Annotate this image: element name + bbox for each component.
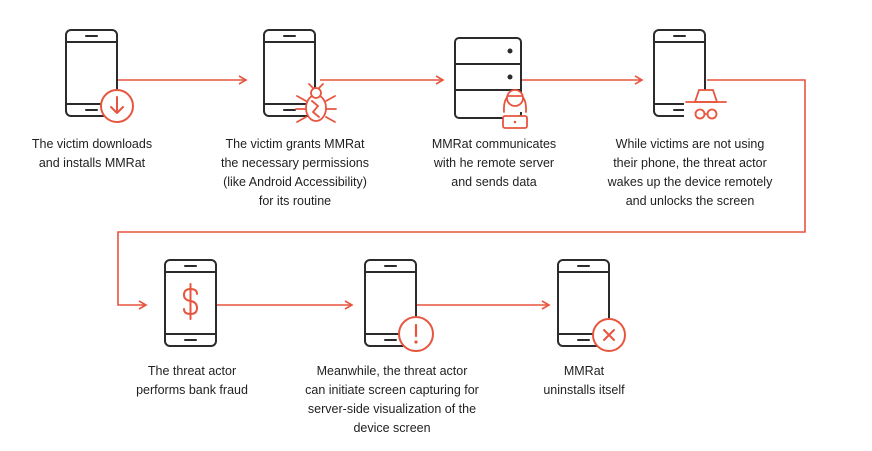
caption-line: can initiate screen capturing for [305, 383, 479, 397]
step-permissions [263, 29, 337, 123]
caption-line: and sends data [451, 175, 537, 189]
caption-line: the necessary permissions [221, 156, 369, 170]
caption-line: The threat actor [147, 364, 237, 378]
arrow-unlock-to-fraud [117, 79, 806, 310]
caption-line: performs bank fraud [136, 383, 248, 397]
caption-line: Meanwhile, the threat actor [316, 364, 468, 378]
step-unlock [653, 29, 728, 126]
phone-icon [557, 259, 610, 347]
caption-line: (like Android Accessibility) [223, 175, 367, 189]
caption-line: The victim grants MMRat [225, 137, 365, 151]
caption-line: While victims are not using [615, 137, 765, 151]
spy-icon [684, 89, 728, 126]
caption-line: The victim downloads [31, 137, 153, 151]
caption-line: and unlocks the screen [625, 194, 755, 208]
exclamation-icon [398, 316, 434, 352]
caption-uninstall: MMRat uninstalls itself [484, 362, 684, 400]
caption-line: uninstalls itself [543, 383, 625, 397]
caption-line: wakes up the device remotely [607, 175, 773, 189]
phone-icon [164, 259, 217, 347]
connectors [117, 75, 806, 310]
step-fraud [164, 259, 217, 347]
caption-unlock: While victims are not using their phone,… [590, 135, 790, 211]
hacker-icon [502, 89, 528, 129]
caption-line: with he remote server [433, 156, 555, 170]
server-icon [454, 37, 522, 119]
dollar-icon [182, 283, 199, 320]
caption-server: MMRat communicates with he remote server… [394, 135, 594, 192]
caption-line: MMRat communicates [431, 137, 557, 151]
step-server [454, 37, 528, 129]
caption-fraud: The threat actor performs bank fraud [92, 362, 292, 400]
step-uninstall [557, 259, 626, 352]
caption-line: and installs MMRat [38, 156, 146, 170]
download-arrow-icon [100, 89, 134, 123]
step-download [65, 29, 134, 123]
close-x-icon [592, 318, 626, 352]
caption-line: MMRat [563, 364, 605, 378]
caption-line: device screen [353, 421, 431, 435]
caption-permissions: The victim grants MMRat the necessary pe… [195, 135, 395, 211]
caption-capture: Meanwhile, the threat actor can initiate… [292, 362, 492, 438]
step-capture [364, 259, 434, 352]
caption-line: their phone, the threat actor [613, 156, 767, 170]
caption-line: for its routine [258, 194, 332, 208]
caption-download: The victim downloads and installs MMRat [0, 135, 192, 173]
bug-icon [295, 83, 337, 123]
caption-line: server-side visualization of the [307, 402, 477, 416]
